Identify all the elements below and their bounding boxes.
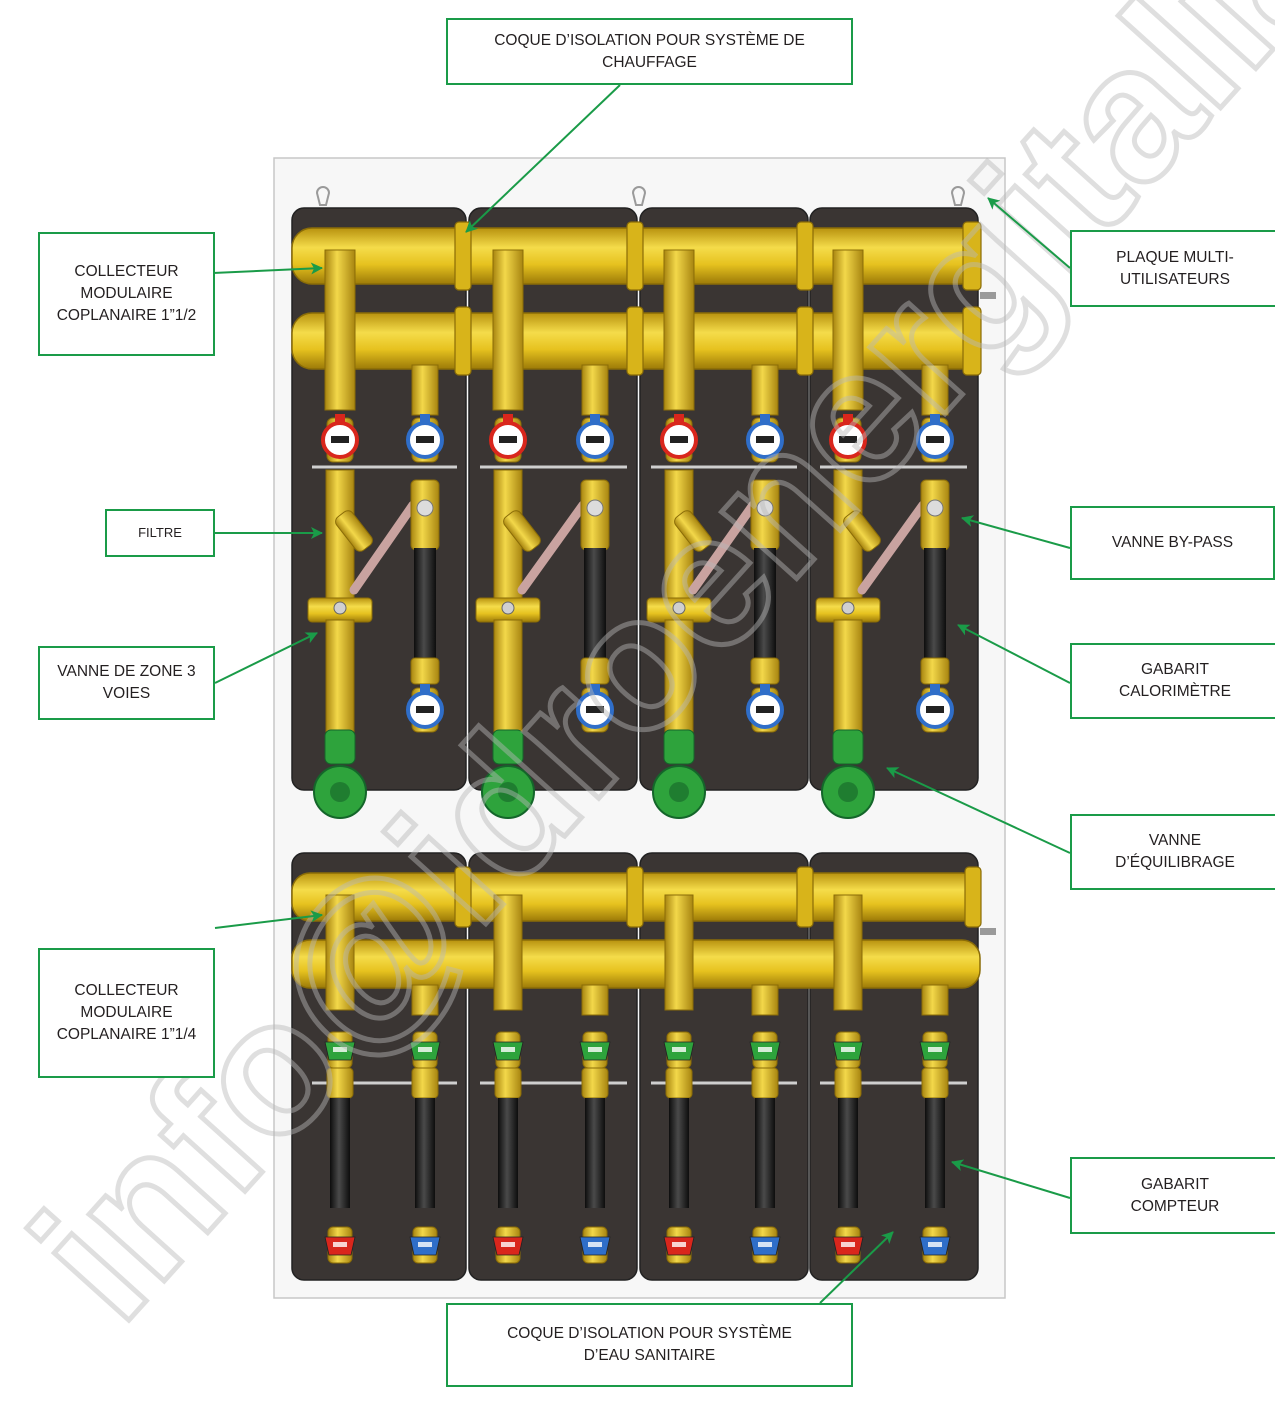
bypass-valve-knob (417, 500, 433, 516)
cold-shutoff-valve (580, 1032, 610, 1068)
cold-shutoff-valve (750, 1032, 780, 1068)
hot-union (835, 1068, 861, 1098)
label-filter: FILTRE (105, 509, 215, 557)
hot-lower-valve (664, 1227, 694, 1263)
water-meter-template (585, 1098, 605, 1208)
heat-meter-template (924, 548, 946, 660)
water-meter-template (498, 1098, 518, 1208)
cold-union (922, 1068, 948, 1098)
balancing-valve-center (330, 782, 350, 802)
hot-shutoff-valve (493, 1032, 523, 1068)
return-lower-valve (918, 684, 952, 732)
zone-valve-actuator (842, 602, 854, 614)
hot-shutoff-valve (664, 1032, 694, 1068)
label-zone-valve: VANNE DE ZONE 3 VOIES (38, 646, 215, 720)
cold-lower-valve (920, 1227, 950, 1263)
water-meter-template (755, 1098, 775, 1208)
supply-riser (664, 250, 694, 410)
balancing-valve-body (833, 730, 863, 764)
label-heat-meter-template: GABARIT CALORIMÈTRE (1070, 643, 1275, 719)
return-riser (412, 365, 438, 415)
hot-union (666, 1068, 692, 1098)
cold-riser (582, 985, 608, 1015)
cold-lower-valve (750, 1227, 780, 1263)
heat-meter-template (414, 548, 436, 660)
hot-shutoff-valve (833, 1032, 863, 1068)
label-bottom-shell: COQUE D’ISOLATION POUR SYSTÈME D’EAU SAN… (446, 1303, 853, 1387)
cold-riser (752, 985, 778, 1015)
return-lower-valve (748, 684, 782, 732)
balancing-valve-center (669, 782, 689, 802)
cold-shutoff-valve (920, 1032, 950, 1068)
return-ball-valve (578, 414, 612, 462)
label-balancing-valve: VANNE D’ÉQUILIBRAGE (1070, 814, 1275, 890)
label-bypass-valve: VANNE BY-PASS (1070, 506, 1275, 580)
zone-valve-actuator (502, 602, 514, 614)
supply-ball-valve (491, 414, 525, 462)
balancing-valve-center (838, 782, 858, 802)
hot-union (495, 1068, 521, 1098)
water-meter-template (838, 1098, 858, 1208)
label-water-meter-template: GABARIT COMPTEUR (1070, 1157, 1275, 1234)
hot-riser (834, 895, 862, 1010)
cold-riser (922, 985, 948, 1015)
hot-lower-valve (833, 1227, 863, 1263)
supply-ball-valve (323, 414, 357, 462)
label-plate: PLAQUE MULTI- UTILISATEURS (1070, 230, 1275, 307)
bypass-valve-knob (927, 500, 943, 516)
supply-riser (493, 250, 523, 410)
label-collector-sanitary: COLLECTEUR MODULAIRE COPLANAIRE 1”1/4 (38, 948, 215, 1078)
cold-union (582, 1068, 608, 1098)
supply-lower-pipe (326, 620, 354, 735)
cold-union (412, 1068, 438, 1098)
cold-union (752, 1068, 778, 1098)
hot-lower-valve (325, 1227, 355, 1263)
water-meter-template (415, 1098, 435, 1208)
return-riser (582, 365, 608, 415)
cold-lower-valve (410, 1227, 440, 1263)
water-meter-template (925, 1098, 945, 1208)
meter-union (411, 658, 439, 684)
label-top-shell: COQUE D’ISOLATION POUR SYSTÈME DE CHAUFF… (446, 18, 853, 85)
supply-riser (325, 250, 355, 410)
water-meter-template (669, 1098, 689, 1208)
meter-union (921, 658, 949, 684)
return-ball-valve (408, 414, 442, 462)
cold-lower-valve (580, 1227, 610, 1263)
balancing-valve-body (325, 730, 355, 764)
label-collector-heating: COLLECTEUR MODULAIRE COPLANAIRE 1”1/2 (38, 232, 215, 356)
zone-valve-actuator (334, 602, 346, 614)
hot-riser (665, 895, 693, 1010)
supply-lower-pipe (834, 620, 862, 735)
bypass-valve-knob (587, 500, 603, 516)
hot-lower-valve (493, 1227, 523, 1263)
